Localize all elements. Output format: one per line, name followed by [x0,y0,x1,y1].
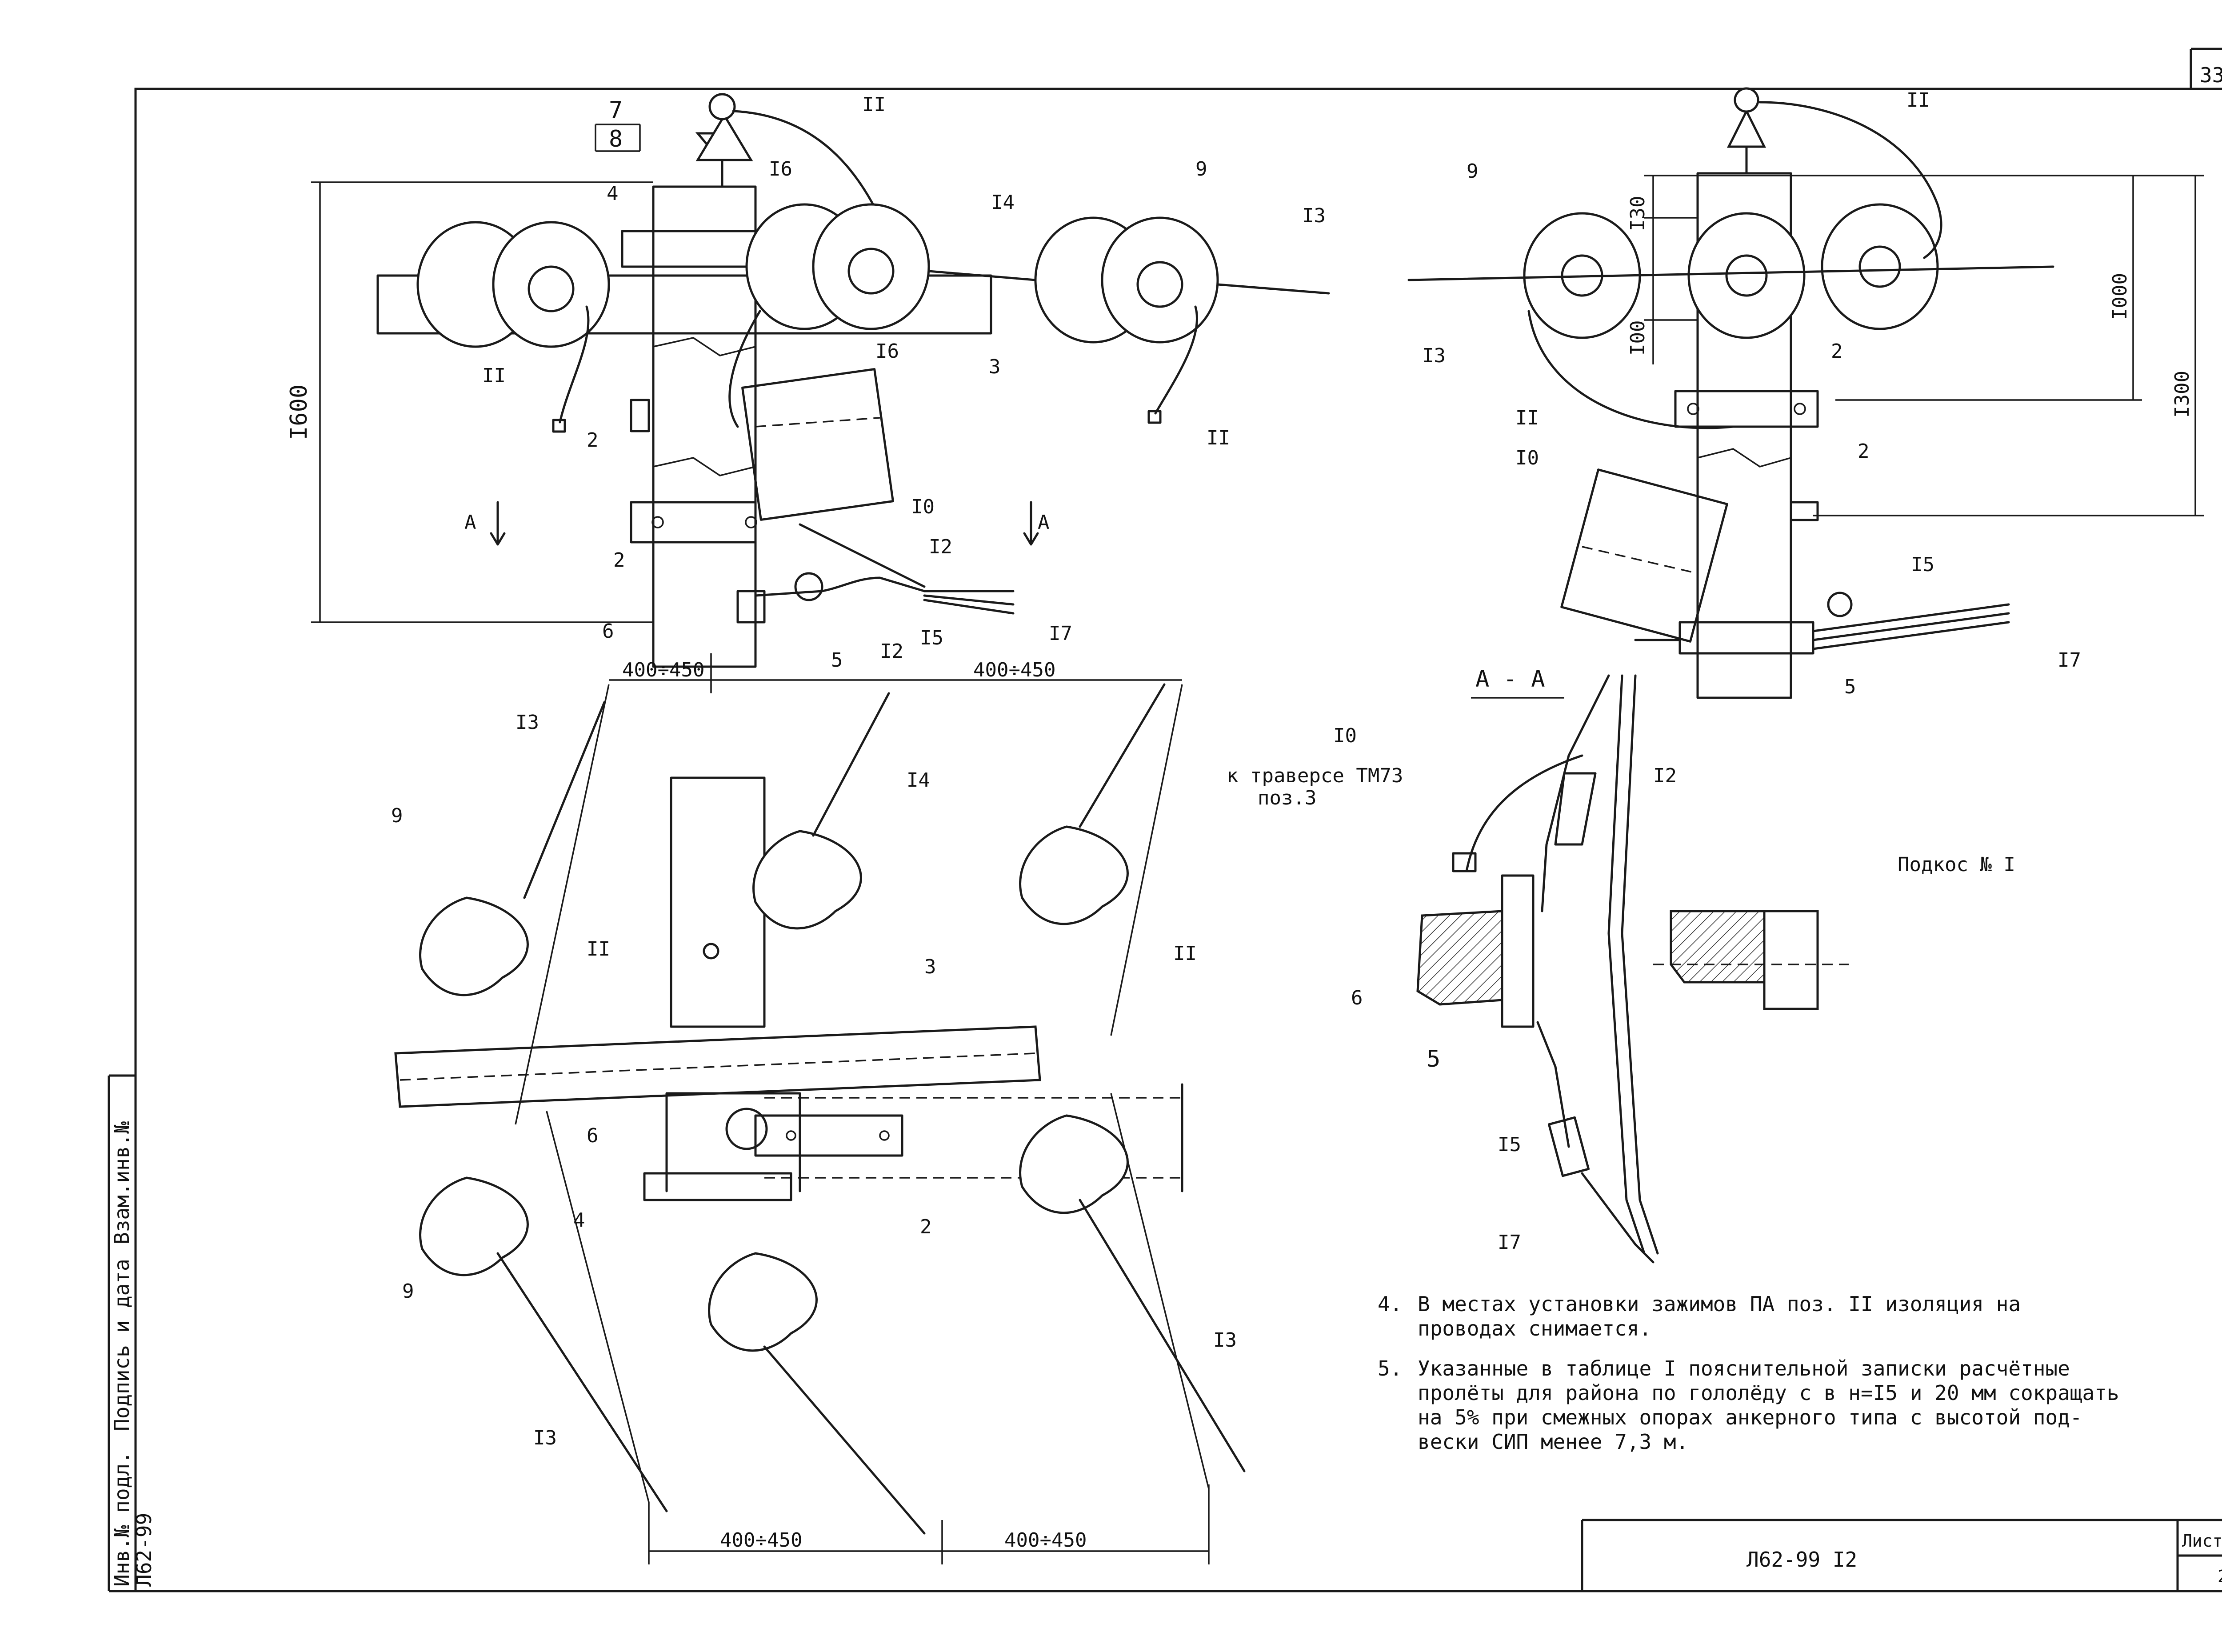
callout-14-front: I4 [991,191,1015,214]
callout-12-front-a: I2 [929,536,952,558]
callout-10-front: I0 [911,496,935,518]
section-title: А - А [1475,666,1545,692]
dim-side-h1: I30 [1627,196,1649,231]
callout-9-plan-top: 9 [391,804,403,827]
traverse-ref-line1: к траверсе ТМ73 [1227,764,1403,787]
side-view [1407,87,2204,699]
plan-view [394,683,1246,1564]
callout-9-plan-bottom: 9 [402,1280,414,1303]
dim-span-top-right: 400÷450 [973,659,1055,681]
callout-12-section: I2 [1653,764,1677,787]
stamp-doc-code: Л62-99 [132,1513,156,1587]
callout-3-plan: 3 [924,956,936,978]
dim-span-top-left: 400÷450 [622,659,704,681]
sheet-label: Лист [2182,1531,2222,1551]
callout-9-side: 9 [1467,160,1479,183]
callout-3-front: 3 [989,356,1001,378]
front-view [311,93,1330,693]
stamp-vzam-inv: Взам.инв.№ [110,1121,134,1244]
callout-5-front: 5 [831,649,843,672]
callout-17-side: I7 [2058,649,2081,672]
dim-side-h4: I300 [2171,371,2194,418]
front-callouts [595,124,641,152]
stamp-signature: Подпись и дата [110,1259,134,1431]
callout-6-plan: 6 [587,1124,599,1147]
callout-5-section: 5 [1427,1046,1440,1072]
callout-15-section: I5 [1498,1133,1521,1156]
note-5-line3: на 5% при смежных опорах анкерного типа … [1418,1405,2082,1429]
callout-13-plan-top: I3 [516,711,539,734]
callout-4-plan: 4 [573,1209,585,1232]
sheet-value: 2 [2218,1567,2222,1586]
callout-11-right: II [1207,427,1230,449]
callout-16-top: I6 [769,158,792,180]
callout-8: 8 [609,126,623,152]
callout-13-front: I3 [1302,204,1326,227]
callout-11-left: II [482,364,506,387]
callout-11-plan-left: II [587,938,610,960]
callout-6-section: 6 [1351,987,1363,1009]
callout-11-side-top: II [1906,89,1930,112]
dim-side-h3: I000 [2109,273,2131,320]
dim-front-height: I600 [286,384,312,440]
callout-12-front-b: I2 [880,640,903,663]
callout-15-front: I5 [920,627,943,649]
stamp-inv-podl: Инв.№ подл. [110,1451,134,1587]
note-5-line1: Указанные в таблице I пояснительной запи… [1418,1356,2070,1380]
callout-10-side: I0 [1515,447,1539,469]
callout-2-plan: 2 [920,1216,932,1238]
callout-4-front: 4 [607,182,619,205]
dim-side-h2: I00 [1627,320,1649,356]
page-number: 33 [2200,63,2222,87]
note-4-line2: проводах снимается. [1418,1316,1651,1340]
callout-13-plan-bottom: I3 [533,1427,557,1449]
callout-2-front-b: 2 [613,549,625,572]
callout-11-side-left: II [1515,407,1539,429]
callout-11-top: II [862,93,886,116]
note-4-line1: В местах установки зажимов ПА поз. II из… [1418,1292,2021,1316]
callout-13-plan-right: I3 [1213,1329,1237,1352]
callout-6-front: 6 [602,620,614,643]
section-aa [1416,674,1849,1264]
callout-17-front: I7 [1049,622,1072,645]
callout-2-side-b: 2 [1858,440,1870,463]
sheet-frame [134,48,2222,1592]
traverse-ref-line2: поз.3 [1258,787,1316,809]
callout-7: 7 [609,97,623,124]
callout-11-plan-right: II [1173,942,1197,965]
stamp-strip [108,1074,136,1592]
section-arrow-right: А [1038,511,1050,534]
dim-span-bottom-right: 400÷450 [1004,1529,1087,1552]
callout-9-front: 9 [1195,158,1207,180]
callout-5-side: 5 [1844,676,1856,698]
callout-14-plan: I4 [907,769,930,792]
note-5-number: 5. [1378,1356,1402,1380]
callout-13-side: I3 [1422,344,1446,367]
callout-15-side: I5 [1911,553,1934,576]
callout-16-mid: I6 [875,340,899,363]
note-4-number: 4. [1378,1292,1402,1316]
dim-span-bottom-left: 400÷450 [720,1529,802,1552]
note-5-line4: вески СИП менее 7,3 м. [1418,1430,1688,1454]
callout-10-section: I0 [1333,724,1357,747]
drawing-code: Л62-99 I2 [1746,1548,1857,1572]
section-arrow-left: А [464,511,476,534]
callout-2-side-a: 2 [1831,340,1843,363]
callout-17-section: I7 [1498,1231,1521,1254]
note-5-line2: пролёты для района по гололёду с в н=I5 … [1418,1381,2119,1405]
callout-2-front-a: 2 [587,429,599,452]
brace-label: Подкос № I [1898,853,2015,876]
